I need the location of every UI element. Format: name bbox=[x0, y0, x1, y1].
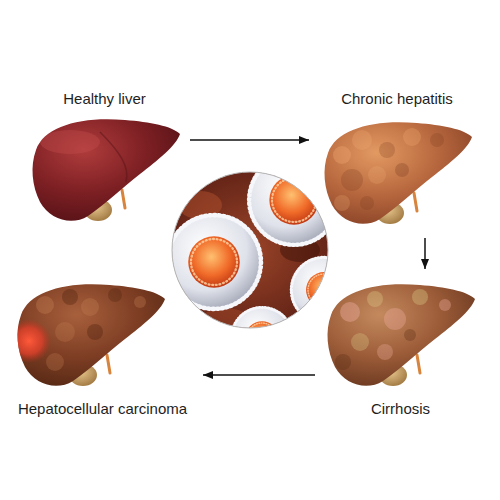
progression-arrow bbox=[424, 238, 426, 269]
stage-node: Hepatocellular carcinoma bbox=[5, 272, 200, 418]
stage-node: Chronic hepatitis bbox=[312, 90, 482, 235]
stage-label: Chronic hepatitis bbox=[341, 90, 453, 108]
liver-illustration bbox=[33, 119, 180, 221]
stage-label: Hepatocellular carcinoma bbox=[18, 400, 187, 418]
liver-illustration bbox=[328, 284, 475, 386]
stage-node: Healthy liver bbox=[22, 90, 187, 230]
stage-label: Healthy liver bbox=[63, 90, 146, 108]
virus-illustration bbox=[167, 155, 357, 368]
stage-label: Cirrhosis bbox=[371, 400, 430, 418]
liver-illustration bbox=[325, 122, 472, 224]
progression-arrow bbox=[190, 139, 309, 141]
liver-illustration bbox=[7, 284, 165, 386]
stage-node: Cirrhosis bbox=[318, 272, 483, 418]
progression-arrow bbox=[203, 374, 315, 376]
